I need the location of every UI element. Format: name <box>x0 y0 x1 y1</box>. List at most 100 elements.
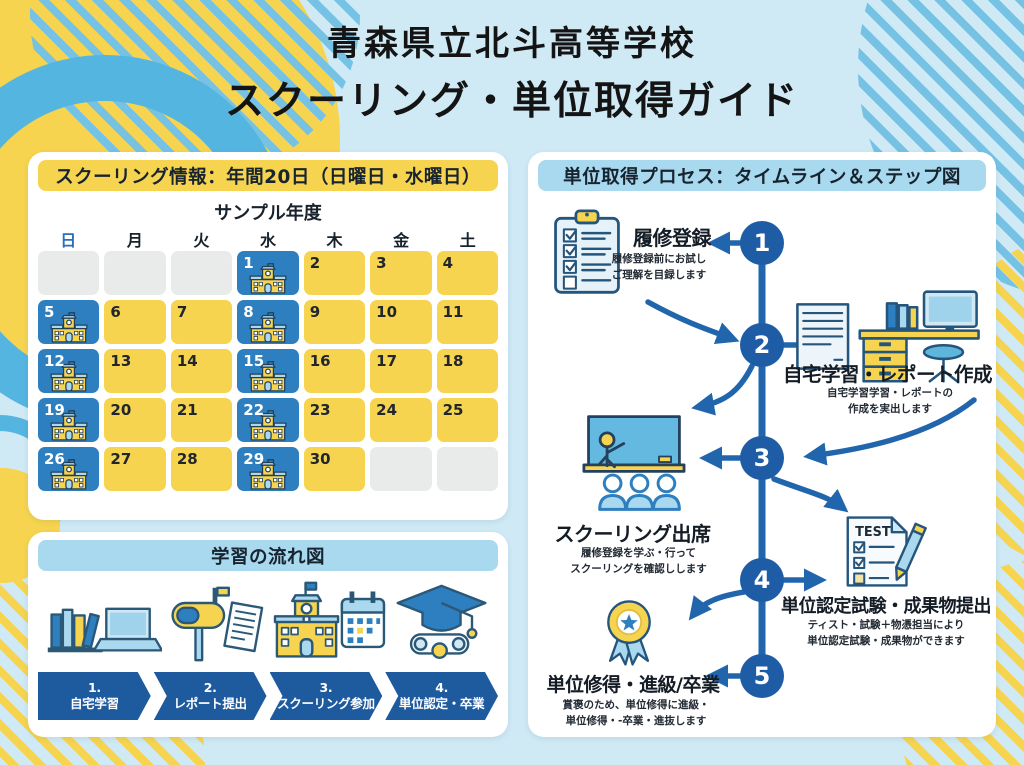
timeline-node-4: 4 <box>740 558 784 602</box>
calendar-cell-schooling: 19 <box>38 398 100 442</box>
process-step-4-title: 単位認定試験・成果物提出 <box>781 596 992 617</box>
flow-step-label: 単位認定・卒業 <box>398 696 485 711</box>
process-step-2-desc: 自宅学習学習・レポートの 作成を実出します <box>827 387 953 415</box>
mailbox-icon <box>171 586 264 662</box>
flow-step-1: 1. 自宅学習 <box>38 672 151 720</box>
flow-step-3: 3. スクーリング参加 <box>270 672 383 720</box>
calendar-cell: 17 <box>370 349 432 393</box>
process-step-3-title: スクーリング出席 <box>554 522 712 546</box>
learning-flow-panel: 学習の流れ図 <box>28 532 508 737</box>
flow-step-4: 4. 単位認定・卒業 <box>385 672 498 720</box>
calendar-cell: 10 <box>370 300 432 344</box>
calendar-cell: 6 <box>104 300 166 344</box>
clipboard-icon <box>554 209 620 294</box>
blackboard-icon <box>582 415 686 511</box>
process-step-5-desc: 賞褒のため、単位修得に進級・ 単位修得・-卒業・進抜します <box>562 699 710 727</box>
flow-steps-row: 1. 自宅学習 2. レポート提出 3. スクーリング参加 4. 単位認定・卒業 <box>38 672 498 720</box>
test-sheet-icon: TEST <box>846 516 927 587</box>
weekday-label: 木 <box>326 231 343 250</box>
calendar-cell-schooling: 8 <box>237 300 299 344</box>
calendar-cell: 24 <box>370 398 432 442</box>
curve-arrow-4-5 <box>688 589 747 621</box>
calendar-cell-schooling: 26 <box>38 447 100 491</box>
flow-step-number: 2. <box>203 679 217 695</box>
calendar-cell: 13 <box>104 349 166 393</box>
process-step-2-title: 自宅学習・レポート作成 <box>782 363 993 386</box>
guide-title: スクーリング・単位取得ガイド <box>224 79 799 124</box>
calendar-cell: 11 <box>436 300 498 344</box>
calendar-cell: 3 <box>370 251 432 295</box>
flow-step-number: 3. <box>319 679 333 695</box>
curve-arrow-1-2 <box>645 299 740 345</box>
schooling-panel-header: スクーリング情報：年間20日（日曜日・水曜日） <box>38 160 498 191</box>
calendar-caption: サンプル年度 <box>214 203 322 224</box>
school-calendar-icon <box>273 581 385 658</box>
school-icon <box>49 312 89 343</box>
calendar-cell: 28 <box>170 447 233 491</box>
calendar-cell-schooling: 22 <box>237 398 299 442</box>
calendar-cell: 18 <box>436 349 498 393</box>
timeline-node-5: 5 <box>740 654 784 698</box>
weekday-label: 水 <box>259 231 276 250</box>
timeline-node-1: 1 <box>740 221 784 265</box>
calendar-cell: 2 <box>303 251 366 295</box>
flow-step-number: 1. <box>87 679 101 695</box>
weekday-label: 金 <box>393 231 410 250</box>
calendar-cell: 21 <box>170 398 233 442</box>
calendar-cell-empty <box>370 447 432 491</box>
credit-process-panel: 単位取得プロセス：タイムライン＆ステップ図 1 <box>528 152 996 737</box>
calendar-cell-schooling: 15 <box>237 349 299 393</box>
school-icon <box>248 263 288 294</box>
flow-step-label: スクーリング参加 <box>277 696 375 711</box>
calendar-cell-schooling: 1 <box>237 251 299 295</box>
calendar-cell-empty <box>104 251 166 295</box>
test-label: TEST <box>855 525 891 540</box>
weekday-label: 火 <box>193 231 210 250</box>
flow-step-number: 4. <box>435 679 449 695</box>
page-title: 青森県立北斗高等学校 スクーリング・単位取得ガイド <box>0 16 1024 126</box>
timeline-node-3: 3 <box>740 436 784 480</box>
curve-arrow-2-3a <box>691 363 755 416</box>
schooling-info-panel: スクーリング情報：年間20日（日曜日・水曜日） サンプル年度 日 月 火 水 木… <box>28 152 508 520</box>
timeline-node-2: 2 <box>740 323 784 367</box>
process-step-5-title: 単位修得・進級/卒業 <box>546 674 720 696</box>
process-step-1-desc: 履修登録前にお試し ご理解を目録します <box>611 253 707 281</box>
calendar-cell: 14 <box>170 349 233 393</box>
curve-arrow-3-4 <box>771 476 849 513</box>
process-step-3-desc: 履修登録を学ぶ・行って スクーリングを確認しします <box>570 547 707 575</box>
calendar-cell: 23 <box>303 398 366 442</box>
calendar-cell: 16 <box>303 349 366 393</box>
flow-panel-header: 学習の流れ図 <box>38 540 498 571</box>
calendar-cell-empty <box>170 251 233 295</box>
calendar-cell: 9 <box>303 300 366 344</box>
school-icon <box>248 312 288 343</box>
school-name: 青森県立北斗高等学校 <box>327 24 697 64</box>
calendar-cell: 4 <box>436 251 498 295</box>
calendar-cell-schooling: 5 <box>38 300 100 344</box>
calendar-cell-schooling: 29 <box>237 447 299 491</box>
curve-arrow-2-3b <box>803 397 977 466</box>
calendar-grid: 1 2 3 4 5 6 7 8 9 10 11 12 13 14 15 16 1… <box>38 251 498 491</box>
flow-step-2: 2. レポート提出 <box>154 672 267 720</box>
calendar-cell-empty <box>38 251 100 295</box>
weekday-label: 土 <box>459 231 476 250</box>
process-panel-header: 単位取得プロセス：タイムライン＆ステップ図 <box>538 160 986 191</box>
calendar-weekday-row: 日 月 火 水 木 金 土 <box>38 227 498 251</box>
calendar-cell: 30 <box>303 447 366 491</box>
calendar-cell: 27 <box>104 447 166 491</box>
weekday-label: 日 <box>60 231 77 250</box>
graduation-icon <box>396 584 487 659</box>
calendar-cell: 25 <box>436 398 498 442</box>
calendar-cell: 7 <box>170 300 233 344</box>
process-step-4-desc: ティスト・試験＋物憑担当により 単位認定試験・成果物ができます <box>807 619 965 647</box>
process-step-1-title: 履修登録 <box>633 226 712 250</box>
calendar-cell-schooling: 12 <box>38 349 100 393</box>
calendar-cell: 20 <box>104 398 166 442</box>
flow-step-label: レポート提出 <box>173 696 247 711</box>
weekday-label: 月 <box>126 231 143 250</box>
books-laptop-icon <box>47 607 162 653</box>
flow-step-label: 自宅学習 <box>69 696 119 711</box>
calendar-cell-empty <box>436 447 498 491</box>
flow-icons-row <box>44 578 492 666</box>
